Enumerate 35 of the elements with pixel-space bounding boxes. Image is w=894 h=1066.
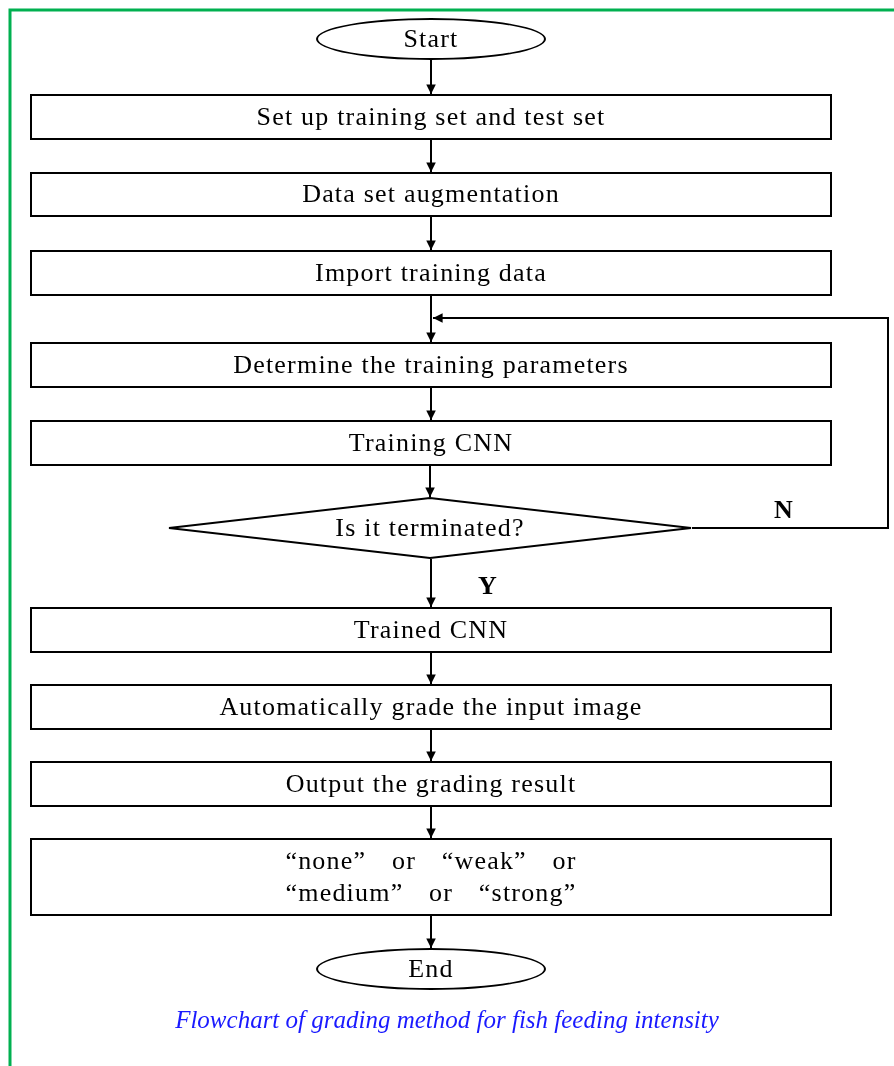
process-box <box>30 250 832 296</box>
node-label: Start <box>403 22 459 55</box>
process-box <box>30 838 832 916</box>
node-label: Training CNN <box>348 426 514 459</box>
arrow <box>426 387 436 421</box>
caption: Flowchart of grading method for fish feeding intensity <box>175 1006 719 1033</box>
process-box <box>30 684 832 730</box>
process-box <box>30 607 832 653</box>
decision-diamond <box>168 497 692 559</box>
process-box <box>30 761 832 807</box>
arrow <box>426 59 436 95</box>
node-label: Set up training set and test set <box>256 100 606 133</box>
arrow <box>426 139 436 173</box>
node-label: End <box>408 952 454 985</box>
arrow <box>426 295 436 343</box>
node-label: “none” or “weak” or “medium” or “strong” <box>284 844 578 909</box>
arrow <box>426 915 436 949</box>
node-label: Trained CNN <box>353 613 509 646</box>
node-label: Data set augmentation <box>302 178 560 211</box>
process-box <box>30 94 832 140</box>
node-label: Import training data <box>315 256 547 289</box>
arrow <box>425 465 435 498</box>
arrow <box>426 729 436 762</box>
process-box <box>30 172 832 217</box>
arrow <box>426 652 436 685</box>
node-label: Is it terminated? <box>335 511 525 544</box>
arrow <box>426 216 436 251</box>
process-box <box>30 420 832 466</box>
node-label: Output the grading result <box>285 767 577 800</box>
node-label: Automatically grade the input image <box>219 690 643 723</box>
node-label: Determine the training parameters <box>233 348 629 381</box>
arrow <box>426 558 436 608</box>
arrow <box>432 313 889 529</box>
process-box <box>30 342 832 388</box>
arrow <box>426 806 436 839</box>
